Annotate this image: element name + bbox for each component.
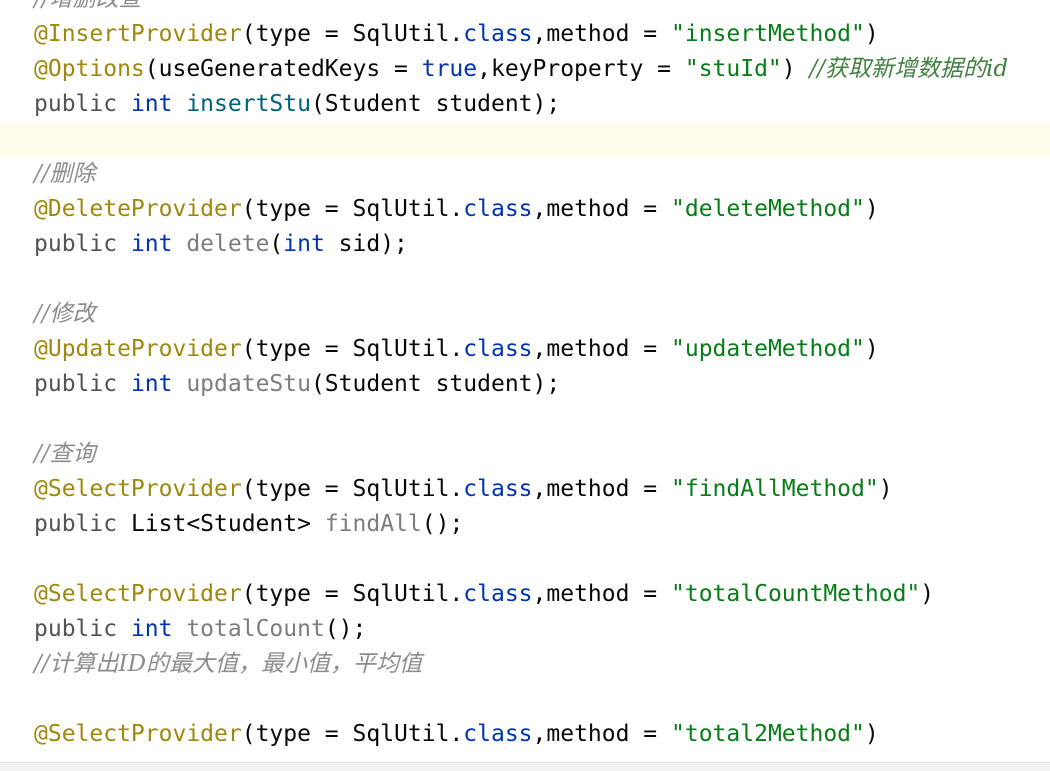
code-token: ): [781, 56, 810, 82]
code-token: @Options: [34, 56, 145, 82]
code-token: public: [34, 511, 131, 537]
code-token: @SelectProvider: [34, 476, 242, 502]
code-token: @SelectProvider: [34, 721, 242, 747]
code-token: sid);: [338, 231, 408, 257]
code-token: ,keyProperty =: [477, 56, 685, 82]
code-token: @UpdateProvider: [34, 336, 242, 362]
code-token: //获取新增数据的id: [809, 56, 1009, 82]
code-token: ): [864, 21, 879, 47]
code-line[interactable]: @UpdateProvider(type = SqlUtil.class,met…: [0, 332, 1050, 367]
code-token: class: [463, 721, 533, 747]
code-token: (Student student);: [310, 91, 561, 117]
current-code-line[interactable]: [0, 122, 1050, 157]
code-token: (useGeneratedKeys =: [144, 56, 422, 82]
code-token: //计算出ID的最大值，最小值，平均值: [34, 651, 423, 677]
code-line[interactable]: [0, 682, 1050, 717]
code-line[interactable]: public int totalCount();: [0, 612, 1050, 647]
code-token: @SelectProvider: [34, 581, 242, 607]
code-token: public: [34, 616, 131, 642]
horizontal-scrollbar[interactable]: [0, 762, 1050, 771]
code-token: ): [878, 476, 893, 502]
code-token: (type = SqlUtil.: [241, 721, 464, 747]
code-token: updateStu: [186, 371, 311, 397]
code-token: "stuId": [684, 56, 782, 82]
code-line[interactable]: //删除: [0, 157, 1050, 192]
code-line[interactable]: public List<Student> findAll();: [0, 507, 1050, 542]
code-token: totalCount: [186, 616, 325, 642]
code-token: List<Student>: [130, 511, 325, 537]
code-line[interactable]: @InsertProvider(type = SqlUtil.class,met…: [0, 17, 1050, 52]
code-token: "total2Method": [671, 721, 865, 747]
code-token: ,method =: [532, 196, 672, 222]
code-token: //修改: [34, 301, 96, 327]
code-token: class: [463, 581, 533, 607]
code-line[interactable]: [0, 262, 1050, 297]
code-token: "deleteMethod": [671, 196, 865, 222]
code-token: public: [34, 231, 131, 257]
code-token: //删除: [34, 161, 96, 187]
code-line[interactable]: public int insertStu(Student student);: [0, 87, 1050, 122]
code-token: int: [130, 91, 187, 117]
code-token: ): [864, 196, 879, 222]
code-token: int: [130, 231, 187, 257]
code-token: (type = SqlUtil.: [241, 196, 464, 222]
code-line[interactable]: @SelectProvider(type = SqlUtil.class,met…: [0, 577, 1050, 612]
code-token: ): [920, 581, 935, 607]
code-token: @InsertProvider: [34, 21, 242, 47]
code-token: true: [421, 56, 478, 82]
code-token: (Student student);: [310, 371, 561, 397]
code-token: ): [864, 721, 879, 747]
code-line[interactable]: @SelectProvider(type = SqlUtil.class,met…: [0, 472, 1050, 507]
code-token: class: [463, 196, 533, 222]
code-token: findAll: [324, 511, 422, 537]
code-token: ();: [421, 511, 464, 537]
code-token: "totalCountMethod": [671, 581, 921, 607]
code-line[interactable]: [0, 542, 1050, 577]
code-token: public: [34, 91, 131, 117]
code-line[interactable]: [0, 402, 1050, 437]
code-line[interactable]: public int delete(int sid);: [0, 227, 1050, 262]
code-token: (type = SqlUtil.: [241, 336, 464, 362]
code-line[interactable]: public int updateStu(Student student);: [0, 367, 1050, 402]
code-token: //增删改查: [34, 0, 142, 12]
code-token: delete: [186, 231, 270, 257]
code-token: ,method =: [532, 336, 672, 362]
code-token: ,method =: [532, 476, 672, 502]
code-token: //查询: [34, 441, 96, 467]
code-token: insertStu: [186, 91, 311, 117]
code-token: (type = SqlUtil.: [241, 581, 464, 607]
code-token: int: [130, 371, 187, 397]
code-token: @DeleteProvider: [34, 196, 242, 222]
code-token: class: [463, 21, 533, 47]
code-token: ,method =: [532, 21, 672, 47]
code-line[interactable]: //计算出ID的最大值，最小值，平均值: [0, 647, 1050, 682]
code-token: class: [463, 476, 533, 502]
code-token: ();: [324, 616, 367, 642]
code-token: class: [463, 336, 533, 362]
code-token: (type = SqlUtil.: [241, 21, 464, 47]
code-token: int: [283, 231, 339, 257]
code-token: int: [130, 616, 187, 642]
code-token: ): [864, 336, 879, 362]
code-token: (: [269, 231, 284, 257]
code-token: ,method =: [532, 721, 672, 747]
code-line[interactable]: @Options(useGeneratedKeys = true,keyProp…: [0, 52, 1050, 87]
code-line[interactable]: @SelectProvider(type = SqlUtil.class,met…: [0, 717, 1050, 752]
code-line[interactable]: //增删改查: [0, 0, 1050, 17]
code-token: "findAllMethod": [671, 476, 879, 502]
code-token: ,method =: [532, 581, 672, 607]
code-token: (type = SqlUtil.: [241, 476, 464, 502]
code-token: "updateMethod": [671, 336, 865, 362]
code-line[interactable]: //查询: [0, 437, 1050, 472]
code-line[interactable]: //修改: [0, 297, 1050, 332]
code-line[interactable]: @DeleteProvider(type = SqlUtil.class,met…: [0, 192, 1050, 227]
code-token: "insertMethod": [671, 21, 865, 47]
code-token: public: [34, 371, 131, 397]
